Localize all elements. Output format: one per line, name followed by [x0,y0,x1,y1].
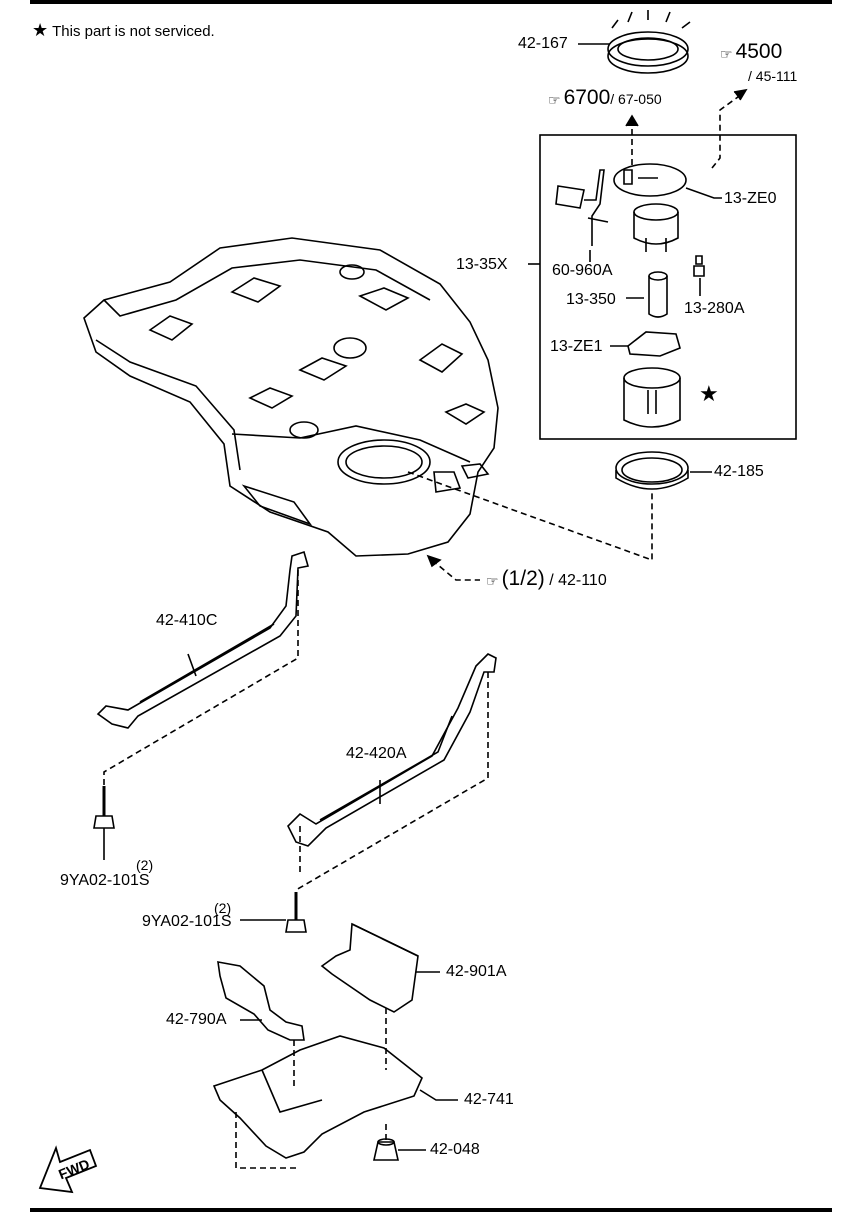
top-border [30,0,832,4]
not-serviced-notice: ★This part is not serviced. [32,20,215,41]
pump-13-350[interactable] [648,271,668,318]
filter-13-ZE1[interactable] [627,331,681,357]
leader-42-741 [419,1089,458,1101]
ref-6700: ☞6700/ 67-050 [548,86,662,109]
star-icon: ★ [32,20,49,40]
sender-60-960A[interactable] [555,169,609,246]
book-icon: ☞ [548,91,561,108]
arrow-42-110 [431,559,480,581]
bottom-border [30,1208,832,1212]
pump-flange-13-ZE0[interactable] [613,163,687,197]
fwd-arrow-icon [38,1145,98,1194]
dash-420A [295,672,489,891]
label-13-35X: 13-35X [456,256,508,273]
label-13-ZE0: 13-ZE0 [724,190,777,207]
reservoir-cup [623,367,681,428]
bolt-9YA02-101S-1[interactable] [93,786,115,829]
lock-ring-42-167[interactable] [607,10,691,74]
notice-text: This part is not serviced. [52,23,215,40]
bolt-9YA02-101S-2[interactable] [285,892,307,933]
bolt2-qty: (2) [214,900,232,916]
label-13-ZE1: 13-ZE1 [550,338,603,355]
label-13-280A: 13-280A [684,300,745,317]
label-60-960A: 60-960A [552,262,613,279]
label-42-741: 42-741 [464,1091,514,1108]
pump-body [633,203,679,252]
cover-42-901A[interactable] [320,922,419,1013]
ref-4500-sub: / 45-111 [748,68,798,84]
label-42-167: 42-167 [518,35,568,52]
star-icon: ★ [699,381,719,406]
book-icon: ☞ [720,45,733,62]
label-42-420A: 42-420A [346,745,407,762]
dash-410C [103,570,299,810]
arrow-4500 [711,93,743,169]
fuel-tank-42-110[interactable] [83,237,499,557]
label-bolt1: 9YA02-101S [60,872,150,889]
leader-42-410C [187,653,197,677]
cover-42-790A[interactable] [217,961,305,1041]
book-icon: ☞ [486,572,499,589]
strap-42-420A[interactable] [287,653,497,847]
bolt1-qty: (2) [136,857,154,873]
label-42-410C: 42-410C [156,612,218,629]
label-42-901A: 42-901A [446,963,507,980]
dash-tank-to-gasket [407,471,653,562]
label-42-790A: 42-790A [166,1011,227,1028]
check-valve-13-280A[interactable] [693,255,705,277]
undercover-42-741[interactable] [212,1035,423,1159]
pump-assembly-box [539,134,797,440]
label-42-185: 42-185 [714,463,764,480]
ref-4500: ☞4500 [720,40,783,63]
nut-42-048[interactable] [373,1138,399,1161]
label-42-048: 42-048 [430,1141,480,1158]
ref-42-110: ☞(1/2) / 42-110 [486,567,607,590]
strap-42-410C[interactable] [96,550,310,729]
label-13-350: 13-350 [566,291,616,308]
leader-13-ZE0 [685,187,722,199]
label-bolt2: 9YA02-101S [142,913,232,930]
gasket-42-185[interactable] [615,451,689,490]
